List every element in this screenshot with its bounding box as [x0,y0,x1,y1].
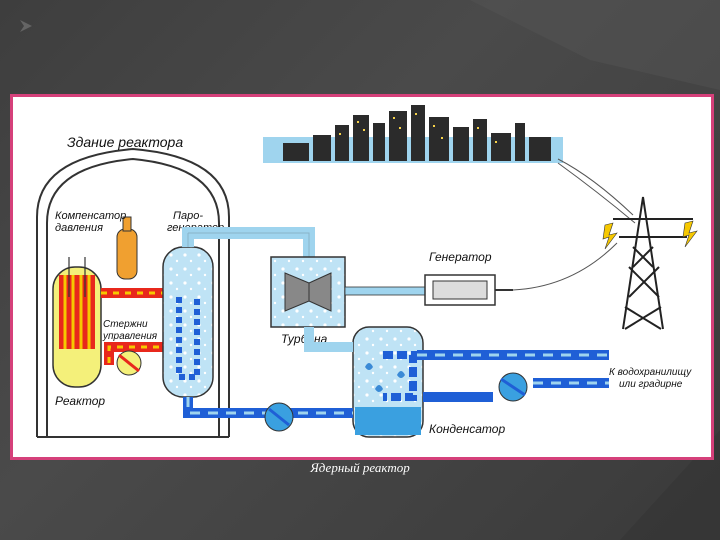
steam-pipe [182,227,315,257]
primary-pump [116,350,142,376]
lightning-icon [602,220,698,250]
turbine [270,256,426,328]
label-control-rods-1: Стержни [103,319,148,330]
label-generator: Генератор [429,250,492,264]
reactor-diagram: Здание реактора [36,105,698,438]
label-pressurizer-1: Компенсатор [55,210,126,222]
label-cooling-1: К водохранилищу [609,367,692,378]
steam-generator [162,246,214,398]
condenser [352,326,424,438]
label-condenser: Конденсатор [429,422,505,436]
label-building: Здание реактора [67,134,183,150]
power-lines [557,158,636,224]
generator [424,242,618,306]
exhaust-duct [304,327,353,352]
cooling-pump [498,372,528,402]
reactor-vessel [52,257,102,388]
background-chevron-top [470,0,720,90]
label-control-rods-2: управления [102,331,158,342]
label-reactor: Реактор [55,394,105,408]
pressurizer [116,216,138,280]
label-steam-generator-1: Паро- [173,210,203,222]
reactor-building [36,147,230,438]
slide-caption: Ядерный реактор [310,460,410,475]
diagram-frame: Здание реактора [10,94,714,460]
label-pressurizer-2: давления [55,222,103,234]
transmission-tower [613,196,693,330]
cooling-loop [417,350,609,402]
feedwater-pump [264,402,294,432]
city-skyline [263,105,563,163]
feedwater-loop [183,397,353,418]
label-cooling-2: или градирне [619,379,683,390]
slide-bullet-icon [20,20,32,32]
